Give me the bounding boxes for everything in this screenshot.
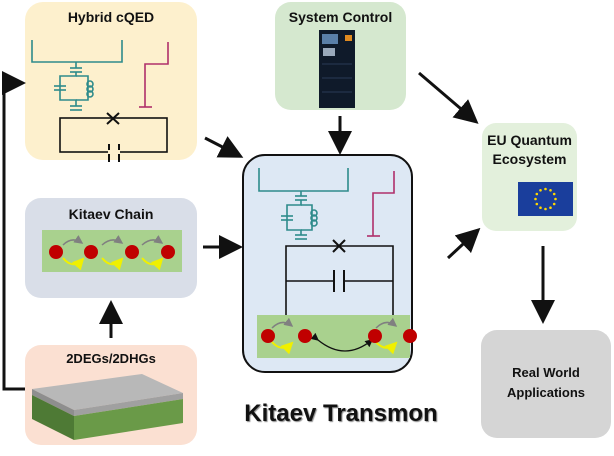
eu-star — [544, 187, 547, 191]
majorana-site — [161, 245, 175, 259]
eu-quantum-label-line1: EU Quantum — [487, 132, 572, 148]
kitaev-transmon-circuit — [258, 168, 395, 316]
eu-star — [539, 189, 542, 192]
eu-star — [549, 189, 552, 192]
arrow-hybrid-to-transmon — [204, 136, 244, 158]
eu-quantum-label-line2: Ecosystem — [492, 151, 567, 167]
system-control-node: System Control — [275, 2, 406, 32]
eu-star — [552, 202, 556, 206]
majorana-site — [261, 329, 275, 343]
2deg-slab-image — [32, 374, 183, 440]
control-rack-image — [319, 30, 355, 108]
eu-star — [544, 207, 547, 211]
real-world-label-line1: Real World — [512, 365, 580, 380]
eu-star — [552, 192, 556, 196]
majorana-site — [49, 245, 63, 259]
majorana-site — [298, 329, 312, 343]
arrow-transmon-to-eu — [446, 227, 481, 260]
real-world-node: Real World Applications — [481, 330, 611, 438]
arrow-2deg-to-hybrid-cqed — [2, 71, 26, 391]
majorana-site — [368, 329, 382, 343]
kitaev-transmon-title: Kitaev Transmon — [244, 400, 438, 427]
eu-star — [549, 206, 552, 209]
hybrid-cqed-circuit — [31, 40, 169, 162]
real-world-box — [481, 330, 611, 438]
eu-star — [535, 192, 539, 196]
kitaev-chain-graphic — [42, 230, 182, 272]
kitaev-chain-label: Kitaev Chain — [68, 206, 154, 222]
kitaev-transmon-chain — [257, 315, 417, 358]
arrow-control-to-eu — [418, 71, 479, 124]
eu-flag-icon — [518, 182, 573, 216]
hybrid-cqed-box — [25, 2, 197, 160]
eu-quantum-node: EU Quantum Ecosystem — [482, 123, 577, 183]
majorana-site — [125, 245, 139, 259]
majorana-site — [403, 329, 417, 343]
real-world-label-line2: Applications — [506, 385, 585, 400]
eu-star — [554, 197, 557, 201]
kitaev-chain-node: Kitaev Chain — [25, 198, 197, 228]
two-deg-label: 2DEGs/2DHGs — [66, 351, 156, 366]
system-control-label: System Control — [288, 9, 393, 25]
two-deg-node: 2DEGs/2DHGs — [25, 345, 197, 375]
hybrid-cqed-node: Hybrid cQED — [25, 2, 197, 32]
eu-star — [539, 206, 542, 209]
eu-star — [534, 197, 537, 201]
hybrid-cqed-label: Hybrid cQED — [67, 9, 155, 25]
majorana-site — [84, 245, 98, 259]
eu-star — [535, 202, 539, 206]
